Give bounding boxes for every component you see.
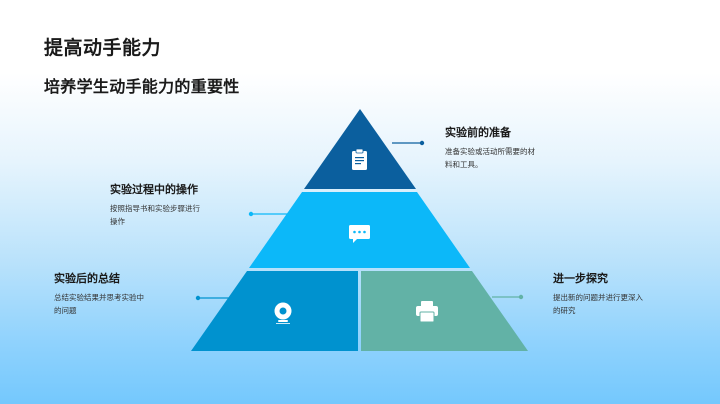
card-summary-title: 实验后的总结: [54, 272, 120, 285]
card-process-desc-line2: 操作: [110, 217, 125, 226]
connector-summary: [195, 295, 230, 301]
card-prep-title: 实验前的准备: [445, 126, 511, 139]
pyramid-tier-bottom-right[interactable]: [361, 271, 528, 351]
card-further-title: 进一步探究: [553, 272, 608, 285]
card-process-desc: 按照指导书和实验步骤进行 操作: [110, 202, 240, 228]
card-further-desc-line1: 提出新的问题并进行更深入: [553, 293, 643, 302]
card-summary-desc-line2: 的问题: [54, 306, 77, 315]
card-prep-desc: 准备实验或活动所需要的材 料和工具。: [445, 145, 565, 171]
connector-prep: [392, 140, 425, 146]
card-further: 进一步探究 提出新的问题并进行更深入 的研究: [553, 270, 673, 317]
card-prep-desc-line2: 料和工具。: [445, 160, 483, 169]
slide-subtitle: 培养学生动手能力的重要性: [44, 77, 240, 96]
card-process: 实验过程中的操作 按照指导书和实验步骤进行 操作: [110, 181, 240, 228]
card-further-desc-line2: 的研究: [553, 306, 576, 315]
clipboard-icon: [352, 148, 367, 170]
card-process-title: 实验过程中的操作: [110, 183, 198, 196]
card-summary: 实验后的总结 总结实验结果并思考实验中 的问题: [54, 270, 174, 317]
connector-further: [492, 294, 524, 300]
printer-icon: [416, 301, 438, 323]
card-summary-desc: 总结实验结果并思考实验中 的问题: [54, 291, 174, 317]
slide-title: 提高动手能力: [44, 37, 162, 59]
card-process-desc-line1: 按照指导书和实验步骤进行: [110, 204, 200, 213]
card-summary-desc-line1: 总结实验结果并思考实验中: [54, 293, 144, 302]
card-further-desc: 提出新的问题并进行更深入 的研究: [553, 291, 673, 317]
chat-bubble-icon: [349, 225, 370, 243]
webcam-icon: [274, 302, 292, 324]
card-prep-desc-line1: 准备实验或活动所需要的材: [445, 147, 535, 156]
card-prep: 实验前的准备 准备实验或活动所需要的材 料和工具。: [445, 124, 565, 171]
